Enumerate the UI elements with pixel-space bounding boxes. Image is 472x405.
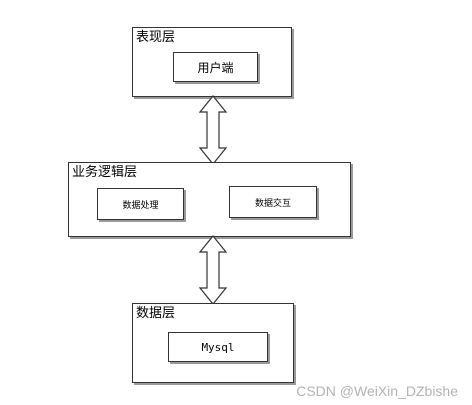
business-logic-layer-title: 业务逻辑层 <box>72 165 138 180</box>
double-arrow-bottom <box>198 235 228 305</box>
business-logic-layer: 业务逻辑层 数据处理 数据交互 <box>68 162 351 237</box>
client-box: 用户端 <box>173 52 258 82</box>
data-processing-box: 数据处理 <box>97 188 184 220</box>
presentation-layer: 表现层 用户端 <box>132 27 292 97</box>
mysql-box: Mysql <box>168 332 268 362</box>
presentation-layer-title: 表现层 <box>136 30 176 45</box>
data-layer-title: 数据层 <box>136 306 176 321</box>
double-arrow-top <box>198 95 228 165</box>
data-layer: 数据层 Mysql <box>132 303 294 383</box>
data-interaction-box: 数据交互 <box>229 186 317 218</box>
watermark: CSDN @WeiXin_DZbishe <box>296 383 458 399</box>
